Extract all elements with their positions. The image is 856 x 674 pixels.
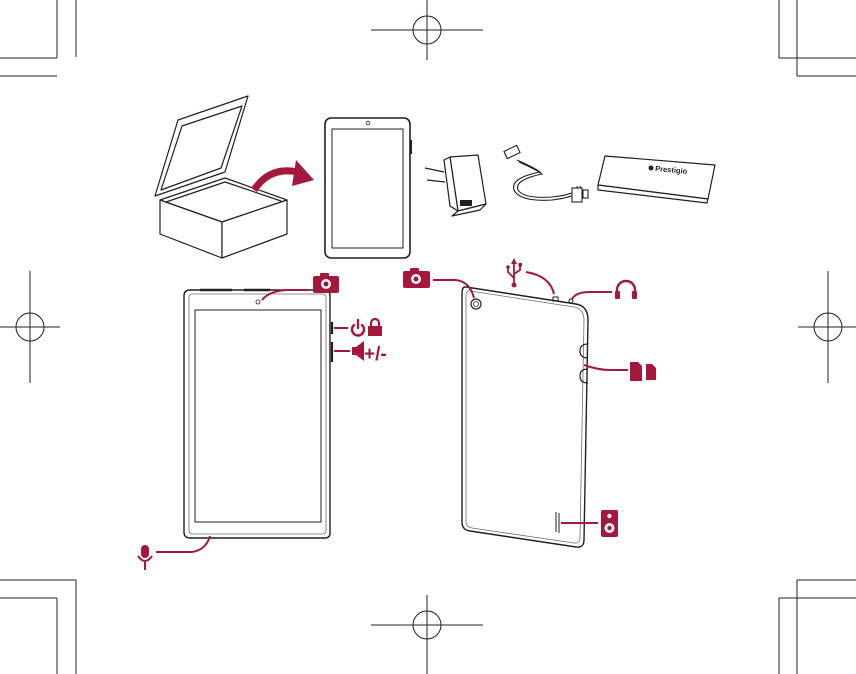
power-adapter — [425, 155, 486, 216]
unpack-arrow — [254, 160, 314, 190]
headphones-icon — [615, 281, 637, 299]
loudspeaker-icon — [601, 510, 618, 537]
callout-rear-camera — [403, 268, 474, 298]
callout-volume: +/- — [334, 341, 387, 365]
callout-usb — [506, 258, 554, 294]
tablet-back-view — [462, 287, 588, 547]
user-manual-card: Prestigio — [598, 156, 715, 203]
lock-icon — [368, 319, 382, 336]
usb-icon — [506, 258, 522, 288]
speaker-volume-icon — [352, 341, 364, 361]
tablet-front-small — [325, 118, 411, 258]
usb-cable — [504, 145, 588, 202]
volume-label: +/- — [364, 344, 387, 365]
callout-power-lock — [334, 319, 382, 336]
camera-icon — [403, 268, 430, 288]
power-icon — [352, 320, 364, 335]
sim-sd-card-icon — [630, 362, 656, 381]
callout-headphones — [572, 281, 637, 299]
callout-loudspeaker — [561, 510, 618, 537]
camera-icon — [313, 273, 339, 293]
callout-front-camera — [262, 273, 339, 300]
microphone-icon — [138, 545, 152, 570]
callout-card-slot — [584, 362, 656, 381]
tablet-front-view — [184, 290, 332, 538]
callout-microphone — [138, 536, 210, 570]
